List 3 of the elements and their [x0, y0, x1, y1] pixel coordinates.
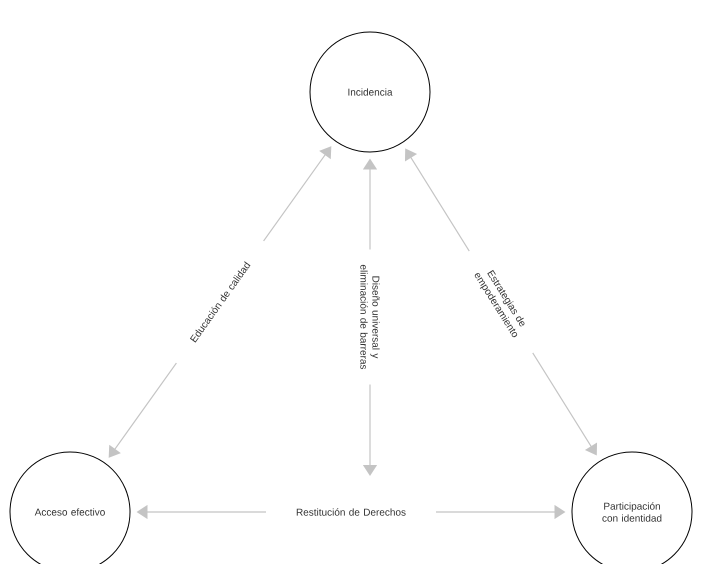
edge-label: Diseño universal y eliminación de barreras — [355, 250, 385, 384]
edge-label: Restitución de Derechos — [266, 503, 436, 521]
circle-node: Incidencia — [310, 32, 430, 152]
